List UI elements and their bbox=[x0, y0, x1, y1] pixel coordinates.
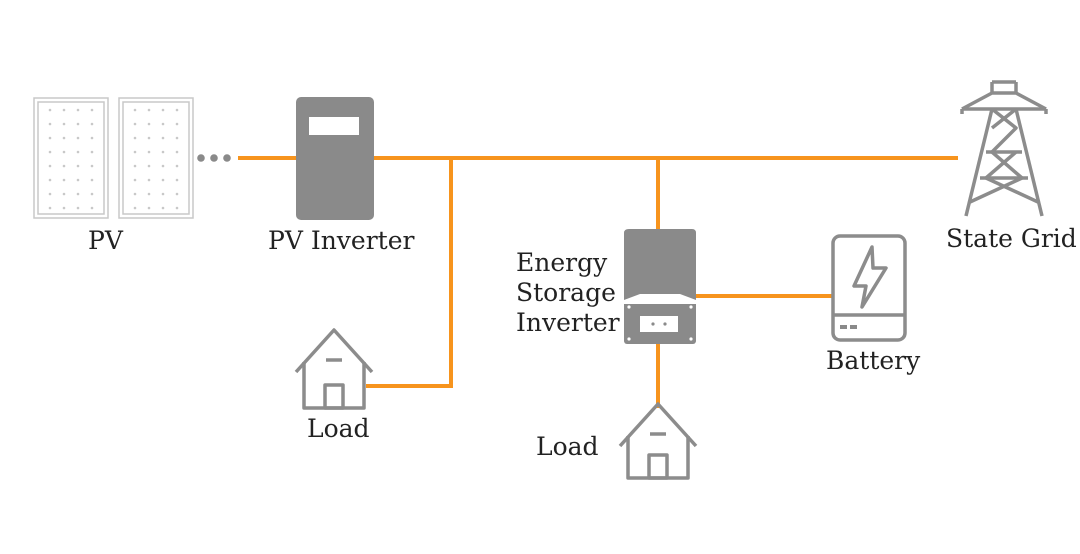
pv-inverter-label: PV Inverter bbox=[268, 226, 415, 255]
battery-label: Battery bbox=[826, 346, 921, 375]
solar-panel-icon bbox=[33, 97, 194, 219]
solar-cell-dot bbox=[161, 108, 165, 112]
battery-icon bbox=[831, 234, 907, 342]
solar-cell-dot bbox=[161, 136, 165, 140]
solar-cell-dot bbox=[90, 150, 94, 154]
solar-cell-dot bbox=[76, 108, 80, 112]
solar-cell-dot bbox=[76, 206, 80, 210]
solar-cell-dot bbox=[133, 192, 137, 196]
solar-cell-dot bbox=[147, 164, 151, 168]
solar-cell-dot bbox=[147, 150, 151, 154]
solar-cell-dot bbox=[147, 136, 151, 140]
solar-cell-dot bbox=[76, 178, 80, 182]
solar-cell-dot bbox=[90, 136, 94, 140]
solar-cell-dot bbox=[161, 164, 165, 168]
solar-cell-dot bbox=[147, 178, 151, 182]
solar-cell-dot bbox=[76, 136, 80, 140]
solar-cell-dot bbox=[90, 178, 94, 182]
wire-bus-to-load-1 bbox=[366, 158, 453, 388]
solar-cell-dot bbox=[147, 122, 151, 126]
solar-cell-dot bbox=[133, 206, 137, 210]
house-icon bbox=[618, 402, 698, 480]
inverter-icon bbox=[296, 97, 374, 220]
solar-cell-dot bbox=[147, 192, 151, 196]
solar-cell-dot bbox=[48, 178, 52, 182]
ellipsis-icon bbox=[197, 154, 231, 162]
solar-cell-dot bbox=[175, 178, 179, 182]
solar-cell-dot bbox=[76, 122, 80, 126]
solar-cell-dot bbox=[62, 206, 66, 210]
solar-cell-dot bbox=[161, 192, 165, 196]
solar-cell-dot bbox=[76, 150, 80, 154]
solar-cell-dot bbox=[76, 164, 80, 168]
state-grid-label: State Grid bbox=[946, 224, 1077, 253]
solar-cell-dot bbox=[161, 178, 165, 182]
wiring bbox=[238, 156, 958, 408]
solar-cell-dot bbox=[133, 164, 137, 168]
solar-cell-dot bbox=[62, 150, 66, 154]
transmission-tower-icon bbox=[960, 80, 1048, 217]
solar-cell-dot bbox=[175, 164, 179, 168]
storage-inverter-icon bbox=[624, 229, 696, 344]
solar-cell-dot bbox=[48, 150, 52, 154]
solar-cell-dot bbox=[62, 178, 66, 182]
house-icon bbox=[294, 328, 374, 410]
solar-cell-dot bbox=[90, 192, 94, 196]
energy-storage-inverter-label-line-3: Inverter bbox=[516, 308, 620, 337]
solar-cell-dot bbox=[175, 192, 179, 196]
load-2-label: Load bbox=[536, 432, 599, 461]
energy-storage-inverter-label-line-2: Storage bbox=[516, 278, 616, 307]
solar-cell-dot bbox=[133, 108, 137, 112]
solar-cell-dot bbox=[133, 122, 137, 126]
solar-cell-dot bbox=[175, 122, 179, 126]
solar-cell-dot bbox=[48, 206, 52, 210]
solar-cell-dot bbox=[90, 164, 94, 168]
solar-cell-dot bbox=[133, 150, 137, 154]
solar-cell-dot bbox=[48, 192, 52, 196]
solar-cell-dot bbox=[62, 136, 66, 140]
solar-cell-dot bbox=[175, 136, 179, 140]
solar-cell-dot bbox=[175, 150, 179, 154]
solar-cell-dot bbox=[76, 192, 80, 196]
solar-cell-dot bbox=[48, 164, 52, 168]
solar-cell-dot bbox=[48, 136, 52, 140]
solar-cell-dot bbox=[133, 136, 137, 140]
solar-cell-dot bbox=[147, 206, 151, 210]
load-1-label: Load bbox=[307, 414, 370, 443]
solar-cell-dot bbox=[90, 122, 94, 126]
solar-cell-dot bbox=[62, 122, 66, 126]
solar-cell-dot bbox=[161, 122, 165, 126]
solar-cell-dot bbox=[133, 178, 137, 182]
energy-storage-inverter-label-line-1: Energy bbox=[516, 248, 608, 277]
solar-cell-dot bbox=[147, 108, 151, 112]
solar-cell-dot bbox=[161, 150, 165, 154]
solar-cell-dot bbox=[48, 122, 52, 126]
solar-cell-dot bbox=[175, 206, 179, 210]
solar-cell-dot bbox=[175, 108, 179, 112]
solar-cell-dot bbox=[62, 108, 66, 112]
solar-cell-dot bbox=[62, 192, 66, 196]
solar-cell-dot bbox=[62, 164, 66, 168]
pv-label: PV bbox=[88, 226, 123, 255]
solar-cell-dot bbox=[90, 206, 94, 210]
solar-cell-dot bbox=[90, 108, 94, 112]
solar-cell-dot bbox=[48, 108, 52, 112]
solar-cell-dot bbox=[161, 206, 165, 210]
